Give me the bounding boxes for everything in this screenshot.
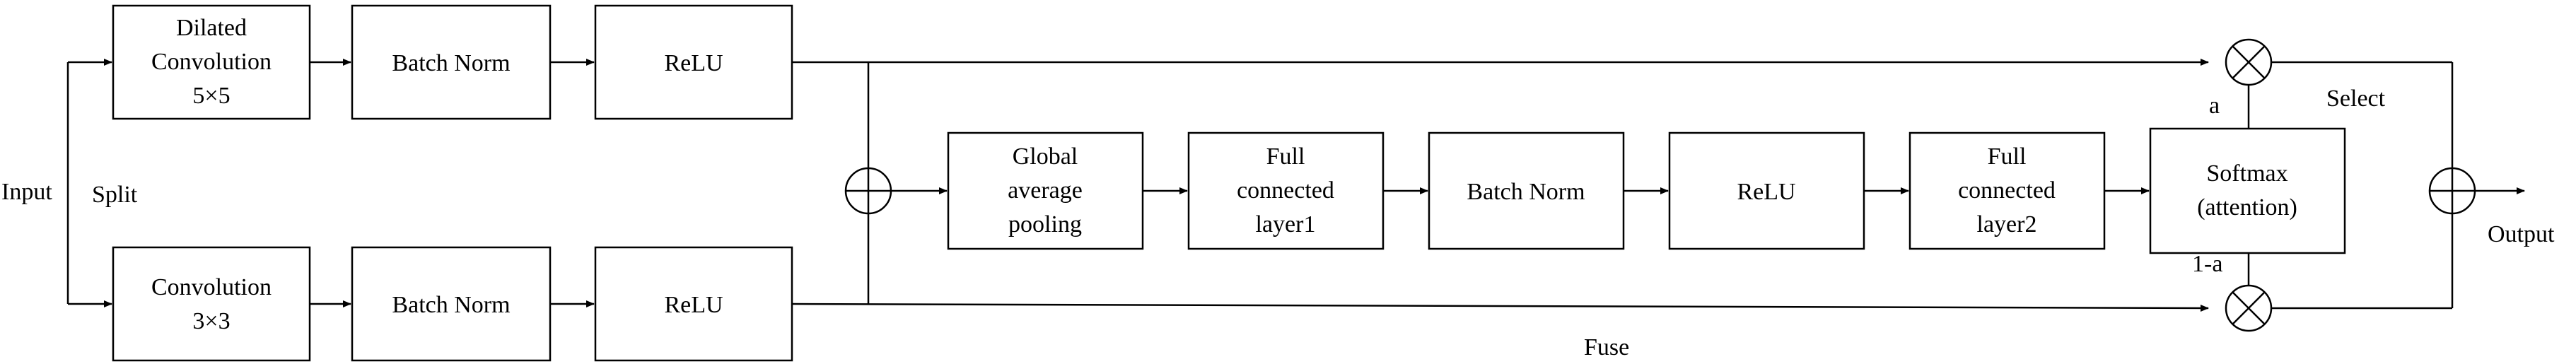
- block-batch-norm-bottom: Batch Norm: [351, 246, 552, 362]
- fc2-line-1: Full: [1988, 143, 2027, 170]
- relu-bottom-label: ReLU: [664, 292, 723, 318]
- weight-a-label: a: [2209, 93, 2220, 119]
- block-batch-norm-top: Batch Norm: [351, 4, 552, 120]
- multiply-top-icon: [2225, 38, 2273, 86]
- block-relu-mid: ReLU: [1668, 131, 1865, 250]
- block-full-connected-layer2: Full connected layer2: [1908, 131, 2106, 250]
- block-global-average-pooling: Global average pooling: [947, 131, 1144, 250]
- split-label: Split: [92, 182, 138, 208]
- gap-line-2: average: [1008, 177, 1083, 204]
- weight-one-minus-a-label: 1-a: [2192, 251, 2222, 277]
- fc1-line-3: layer1: [1256, 211, 1316, 237]
- dilated-conv-line-1: Dilated: [176, 15, 247, 41]
- fuse-label: Fuse: [1584, 334, 1629, 360]
- dilated-conv-line-2: Convolution: [151, 49, 272, 75]
- input-label: Input: [1, 179, 52, 205]
- conv-line-1: Convolution: [151, 274, 272, 300]
- gap-line-1: Global: [1013, 143, 1078, 170]
- softmax-line-1: Softmax: [2206, 160, 2287, 187]
- fc2-line-2: connected: [1958, 177, 2056, 204]
- gap-line-3: pooling: [1008, 211, 1082, 237]
- relu-top-label: ReLU: [664, 50, 723, 76]
- block-relu-top: ReLU: [594, 4, 793, 120]
- output-sum-icon: [2428, 167, 2476, 215]
- batch-norm-bottom-label: Batch Norm: [392, 292, 510, 318]
- output-label: Output: [2488, 221, 2555, 247]
- fuse-sum-icon: [844, 167, 892, 215]
- batch-norm-mid-label: Batch Norm: [1467, 179, 1585, 205]
- block-dilated-convolution: Dilated Convolution 5×5: [112, 4, 311, 120]
- connectors: [66, 59, 2525, 312]
- block-relu-bottom: ReLU: [594, 246, 793, 362]
- softmax-line-2: (attention): [2197, 194, 2297, 221]
- dilated-conv-line-3: 5×5: [192, 83, 230, 109]
- fc2-line-3: layer2: [1977, 211, 2037, 237]
- fc1-line-1: Full: [1266, 143, 1305, 170]
- fc1-line-2: connected: [1237, 177, 1334, 204]
- relu-mid-label: ReLU: [1737, 179, 1795, 205]
- multiply-bottom-icon: [2225, 284, 2273, 332]
- block-full-connected-layer1: Full connected layer1: [1187, 131, 1385, 250]
- batch-norm-top-label: Batch Norm: [392, 50, 510, 76]
- block-softmax-attention: Softmax (attention): [2149, 127, 2346, 254]
- block-batch-norm-mid: Batch Norm: [1428, 131, 1625, 250]
- select-label: Select: [2326, 86, 2386, 112]
- block-convolution: Convolution 3×3: [112, 246, 311, 362]
- conv-line-2: 3×3: [192, 308, 230, 334]
